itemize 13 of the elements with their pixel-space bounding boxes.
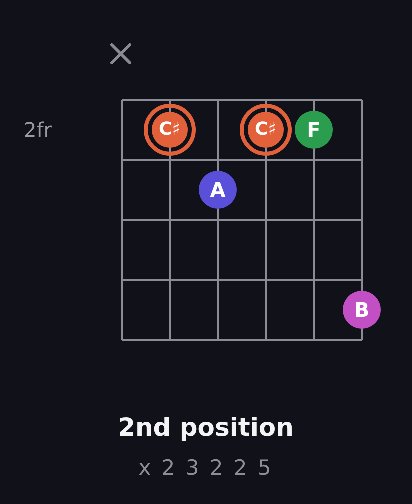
note-name: C♯ (255, 121, 277, 139)
note-name: C♯ (159, 121, 181, 139)
note-name: F (307, 120, 321, 140)
note-marker (295, 111, 333, 149)
note-marker (343, 291, 381, 329)
note-name: A (210, 180, 226, 200)
root-note-marker (240, 104, 292, 156)
fret-number: 2fr (24, 118, 52, 142)
root-note-marker (144, 104, 196, 156)
note-name: B (354, 300, 370, 320)
fingering-label: x 2 3 2 2 5 (138, 456, 274, 480)
position-caption: 2nd position (118, 413, 294, 442)
note-marker (199, 171, 237, 209)
